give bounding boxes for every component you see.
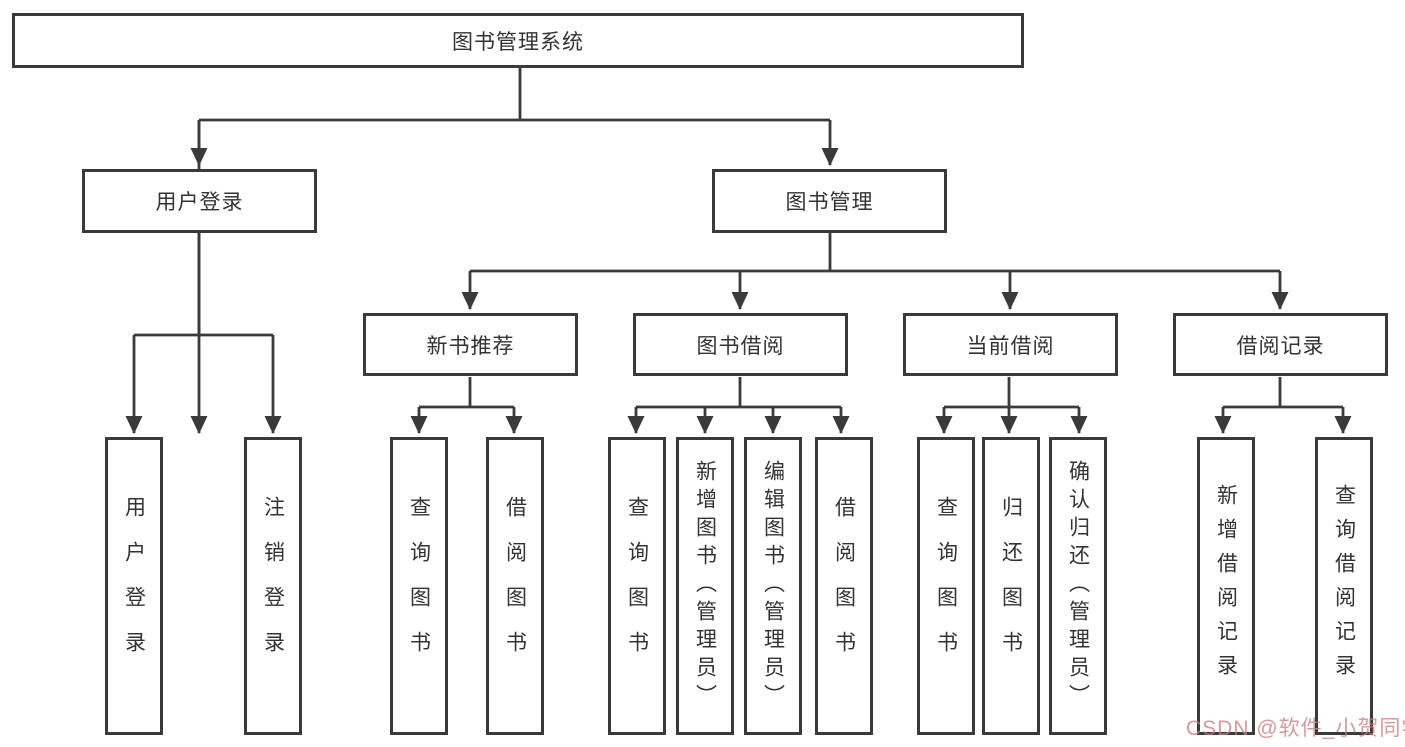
node-book-mgmt: 图书管理 bbox=[712, 169, 947, 233]
node-borrow-book-2-label: 借阅图书 bbox=[832, 496, 856, 676]
node-query-book-under-current-borrow: 查询图书 bbox=[917, 437, 975, 735]
node-query-book-under-book-borrow: 查询图书 bbox=[608, 437, 666, 735]
node-query-book-3-label: 查询图书 bbox=[934, 496, 958, 676]
node-root: 图书管理系统 bbox=[12, 13, 1024, 68]
node-user-login-label: 用户登录 bbox=[122, 496, 146, 676]
node-confirm-return-admin: 确认归还（管理员） bbox=[1049, 437, 1107, 735]
node-root-label: 图书管理系统 bbox=[452, 30, 584, 54]
node-book-mgmt-label: 图书管理 bbox=[785, 191, 874, 214]
node-borrow-book-1-label: 借阅图书 bbox=[503, 496, 527, 676]
node-query-book-1-label: 查询图书 bbox=[407, 496, 431, 676]
node-edit-book-admin: 编辑图书（管理员） bbox=[744, 437, 802, 735]
node-new-book-rec-label: 新书推荐 bbox=[426, 334, 515, 358]
node-book-borrow-label: 图书借阅 bbox=[696, 334, 785, 358]
node-user-login-group-label: 用户登录 bbox=[155, 191, 244, 214]
node-return-book-label: 归还图书 bbox=[999, 496, 1023, 676]
node-add-borrow-record: 新增借阅记录 bbox=[1197, 437, 1255, 735]
node-add-borrow-record-label: 新增借阅记录 bbox=[1214, 484, 1238, 688]
node-borrow-book-under-book-borrow: 借阅图书 bbox=[815, 437, 873, 735]
node-current-borrow: 当前借阅 bbox=[903, 313, 1118, 376]
node-logout-label: 注销登录 bbox=[261, 496, 285, 676]
node-borrow-records-label: 借阅记录 bbox=[1236, 334, 1325, 358]
node-confirm-return-label: 确认归还（管理员） bbox=[1066, 460, 1090, 712]
node-current-borrow-label: 当前借阅 bbox=[966, 334, 1055, 358]
node-logout: 注销登录 bbox=[244, 437, 302, 735]
node-query-book-2-label: 查询图书 bbox=[625, 496, 649, 676]
node-query-borrow-record-label: 查询借阅记录 bbox=[1332, 484, 1356, 688]
node-borrow-records: 借阅记录 bbox=[1173, 313, 1388, 376]
node-user-login: 用户登录 bbox=[105, 437, 163, 735]
node-add-book-admin: 新增图书（管理员） bbox=[676, 437, 734, 735]
node-borrow-book-under-new-book-rec: 借阅图书 bbox=[486, 437, 544, 735]
csdn-watermark: CSDN @软件_小贺同学 bbox=[1186, 717, 1405, 740]
node-book-borrow: 图书借阅 bbox=[633, 313, 848, 376]
node-query-book-under-new-book-rec: 查询图书 bbox=[390, 437, 448, 735]
node-return-book: 归还图书 bbox=[982, 437, 1040, 735]
node-user-login-group: 用户登录 bbox=[82, 169, 317, 233]
node-add-book-label: 新增图书（管理员） bbox=[693, 460, 717, 712]
node-new-book-rec: 新书推荐 bbox=[363, 313, 578, 376]
node-query-borrow-record: 查询借阅记录 bbox=[1315, 437, 1373, 735]
node-edit-book-label: 编辑图书（管理员） bbox=[761, 460, 785, 712]
